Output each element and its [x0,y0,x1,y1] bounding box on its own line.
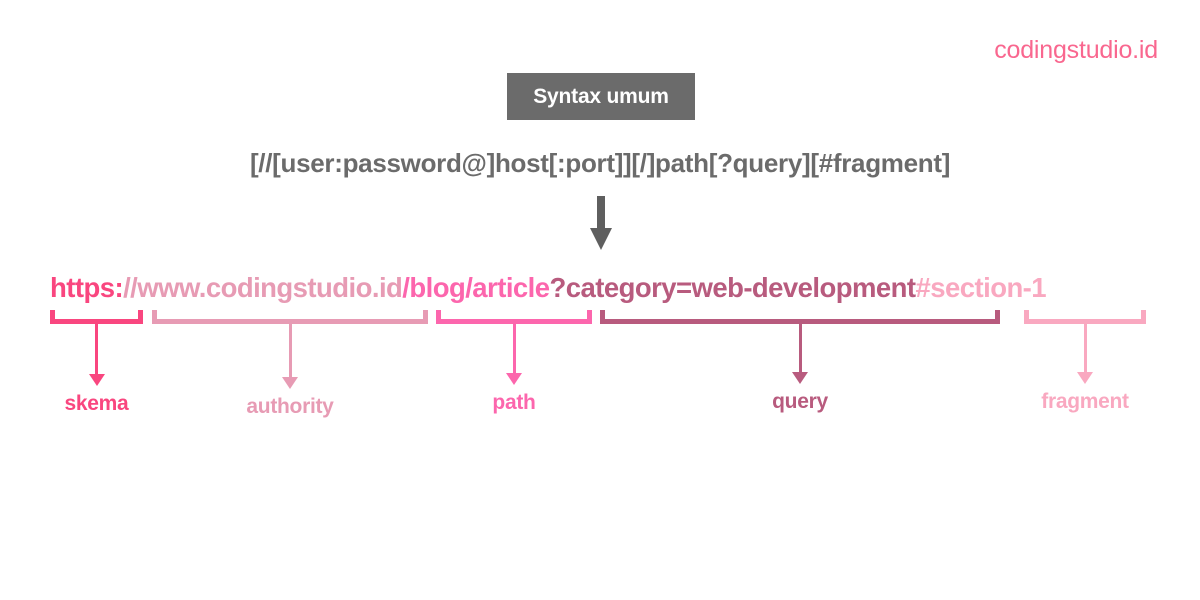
segment-bracket-authority [152,310,428,324]
down-arrow-icon [590,196,612,250]
down-arrow-stem [597,196,605,230]
segment-arrow-path [506,373,522,385]
segment-bracket-path [436,310,592,324]
segment-label-fragment: fragment [1041,390,1129,413]
segment-bracket-skema [50,310,143,324]
brand-logo: codingstudio.id [994,36,1158,64]
segment-arrow-authority [282,377,298,389]
segment-stem-query [798,324,802,372]
segment-arrow-skema [88,374,105,386]
title-chip: Syntax umum [507,73,695,120]
url-part-3: ?category=web-development [549,272,917,303]
url-part-4: #section-1 [915,272,1047,303]
url-part-1: //www.codingstudio.id [123,272,403,303]
syntax-pattern-text: [//[user:password@]host[:port]][/]path[?… [249,148,951,178]
segment-label-authority: authority [246,395,334,418]
title-chip-label: Syntax umum [533,84,669,108]
segment-label-skema: skema [64,392,129,415]
segment-label-query: query [772,390,828,413]
segment-arrow-fragment [1077,372,1093,384]
segment-label-path: path [492,391,536,414]
segment-arrow-query [792,372,808,384]
segment-stem-skema [95,324,98,374]
down-arrow-head [590,228,612,250]
segment-bracket-fragment [1024,310,1146,324]
segment-stem-path [512,324,516,373]
segment-stem-authority [288,324,292,377]
url-part-0: https: [50,272,124,303]
segment-stem-fragment [1083,324,1087,372]
segment-bracket-query [600,310,1000,324]
url-example: https://www.codingstudio.id/blog/article… [50,272,1047,304]
url-part-2: /blog/article [402,272,550,303]
